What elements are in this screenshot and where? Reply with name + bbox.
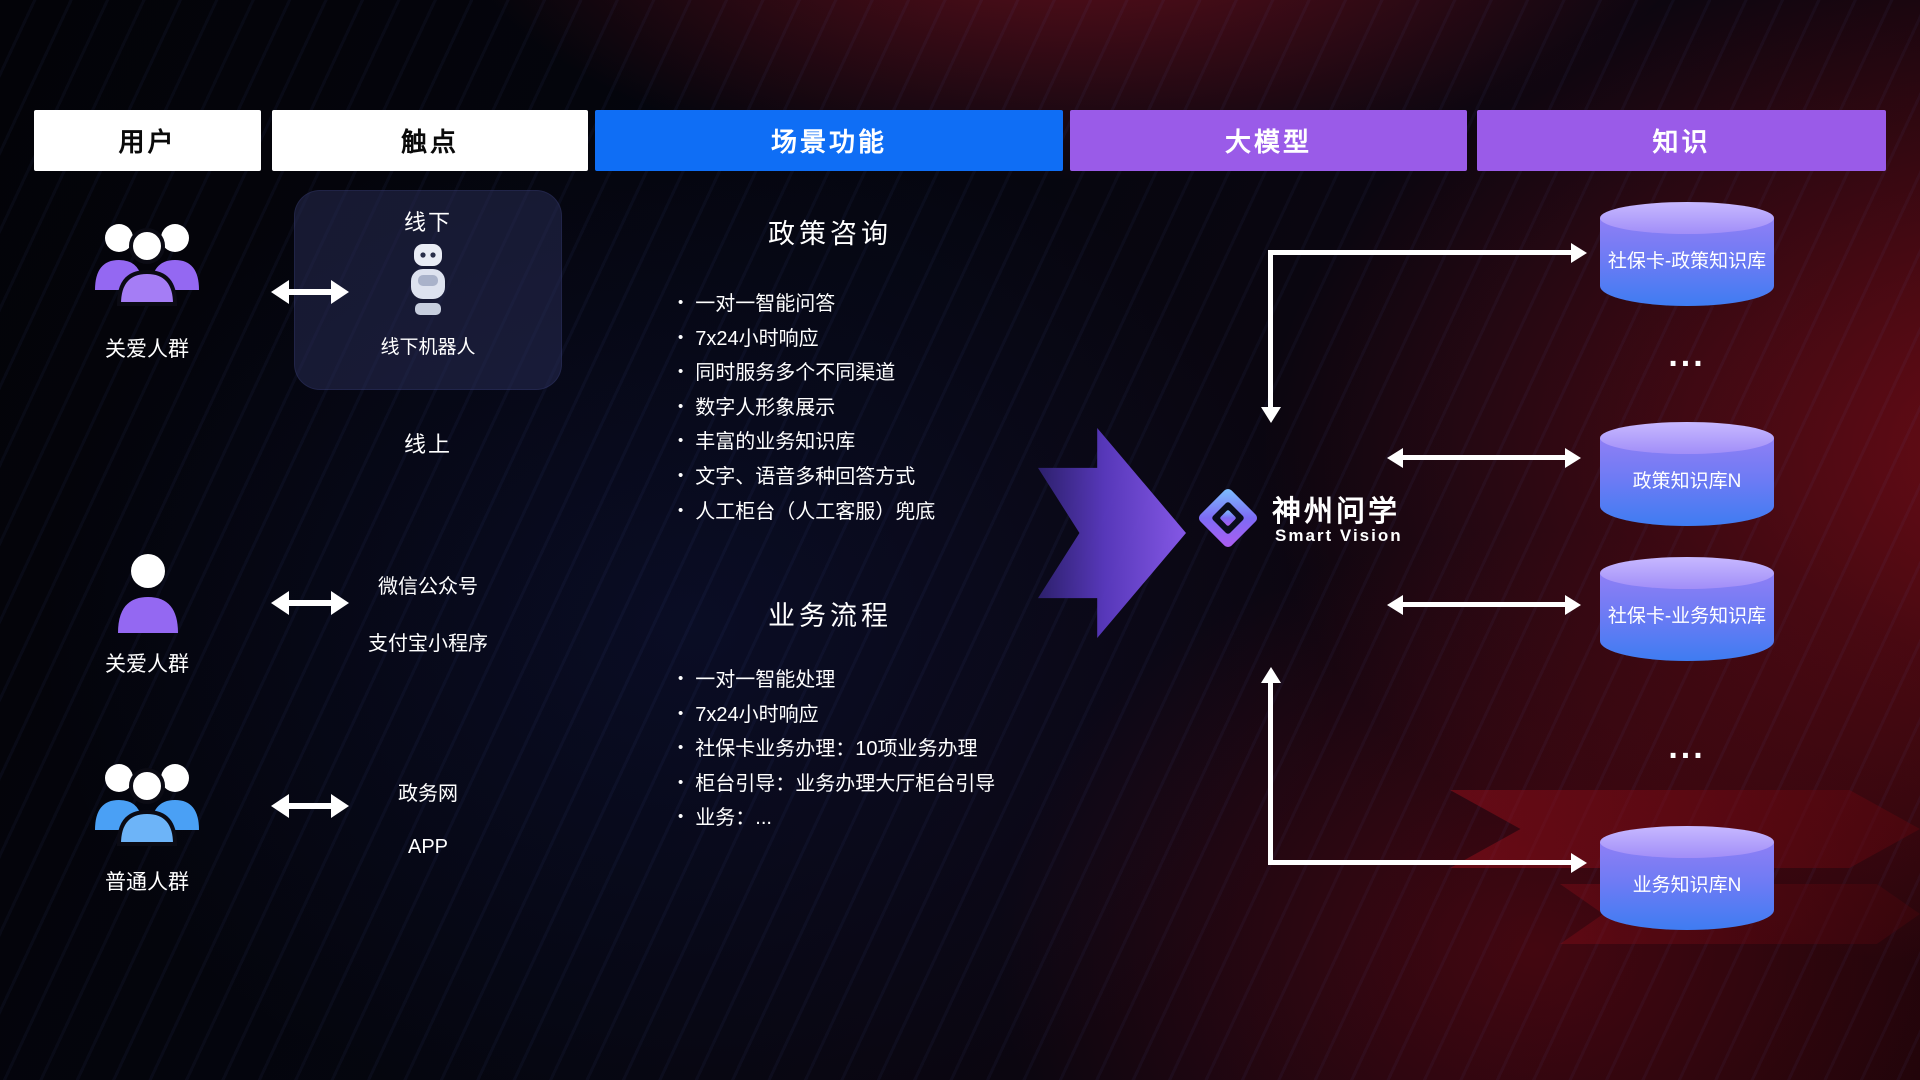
column-header-model: 大模型 (1070, 110, 1467, 171)
database-cylinder-icon: 政策知识库N (1600, 422, 1774, 526)
channel-wechat: 微信公众号 (378, 576, 478, 598)
channel-app: APP (407, 836, 449, 858)
bidirectional-arrow-icon (271, 591, 349, 615)
database-label: 社保卡-业务知识库 (1607, 605, 1767, 627)
database-label: 业务知识库N (1632, 874, 1742, 896)
ellipsis-more-databases: ... (1668, 728, 1706, 766)
column-header-knowledge: 知识 (1477, 110, 1886, 171)
list-item: 7x24小时响应 (678, 699, 995, 734)
user-icon (110, 545, 186, 642)
list-item: 业务：... (678, 802, 995, 837)
column-header-touchpoints: 触点 (272, 110, 588, 171)
business-section-title: 业务流程 (768, 601, 892, 631)
arrow-to-policy-db-horizontal (1268, 242, 1587, 263)
bidirectional-arrow-icon (271, 794, 349, 818)
list-item: 7x24小时响应 (678, 323, 935, 358)
brand-name-en: Smart Vision (1275, 526, 1403, 545)
list-item: 丰富的业务知识库 (678, 426, 935, 461)
user-group-label: 关爱人群 (105, 653, 189, 676)
user-group-icon (89, 212, 205, 313)
list-item: 一对一智能处理 (678, 664, 995, 699)
list-item: 同时服务多个不同渠道 (678, 357, 935, 392)
arrow-to-business-n-vertical (1260, 667, 1281, 864)
user-group-label: 关爱人群 (105, 338, 189, 361)
database-label: 社保卡-政策知识库 (1607, 250, 1767, 272)
arrow-to-business-n-horizontal (1268, 852, 1587, 873)
channel-alipay: 支付宝小程序 (368, 633, 488, 655)
online-title: 线上 (403, 432, 452, 457)
list-item: 社保卡业务办理：10项业务办理 (678, 733, 995, 768)
user-group-icon (89, 752, 205, 853)
offline-title: 线下 (403, 210, 452, 235)
list-item: 柜台引导：业务办理大厅柜台引导 (678, 768, 995, 803)
bidirectional-arrow-icon (271, 280, 349, 304)
policy-feature-list: 一对一智能问答 7x24小时响应 同时服务多个不同渠道 数字人形象展示 丰富的业… (678, 288, 935, 530)
database-cylinder-icon: 社保卡-业务知识库 (1600, 557, 1774, 661)
bidirectional-arrow-business-db (1387, 594, 1581, 615)
database-cylinder-icon: 业务知识库N (1600, 826, 1774, 930)
robot-icon (402, 242, 454, 327)
list-item: 人工柜台（人工客服）兜底 (678, 496, 935, 531)
column-header-users: 用户 (34, 110, 261, 171)
offline-robot-label: 线下机器人 (380, 337, 476, 358)
bidirectional-arrow-policy-n (1387, 447, 1581, 468)
list-item: 数字人形象展示 (678, 392, 935, 427)
user-group-label: 普通人群 (105, 871, 189, 894)
list-item: 文字、语音多种回答方式 (678, 461, 935, 496)
column-header-scenarios: 场景功能 (595, 110, 1063, 171)
diamond-logo-icon (1196, 486, 1260, 555)
policy-section-title: 政策咨询 (768, 219, 892, 249)
flow-arrow-icon (1038, 428, 1186, 638)
database-cylinder-icon: 社保卡-政策知识库 (1600, 202, 1774, 306)
ellipsis-more-databases: ... (1668, 336, 1706, 374)
business-feature-list: 一对一智能处理 7x24小时响应 社保卡业务办理：10项业务办理 柜台引导：业务… (678, 664, 995, 837)
arrow-to-policy-db-vertical (1260, 252, 1281, 423)
channel-gov-web: 政务网 (398, 783, 458, 805)
list-item: 一对一智能问答 (678, 288, 935, 323)
brand-name-cn: 神州问学 (1272, 496, 1401, 528)
database-label: 政策知识库N (1632, 470, 1742, 492)
